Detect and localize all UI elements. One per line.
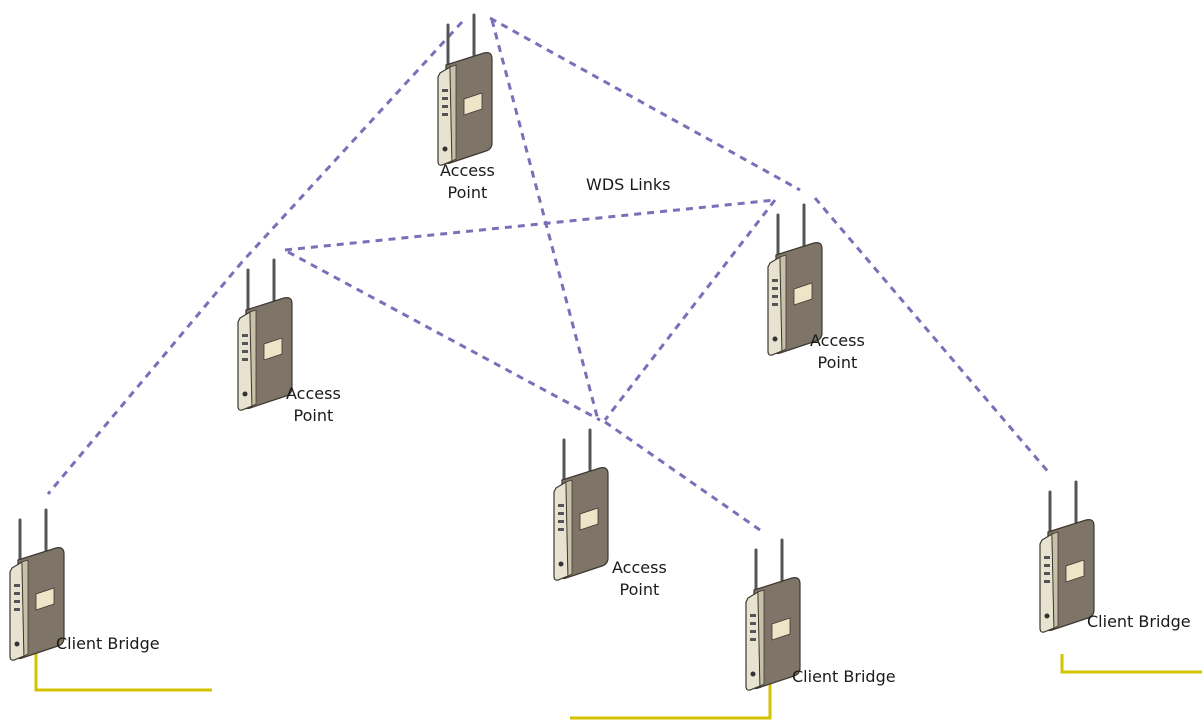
wds-link bbox=[284, 198, 776, 252]
ethernet-cable bbox=[34, 648, 212, 692]
client-bridge-label: Client Bridge bbox=[1087, 612, 1191, 631]
client-bridge-label: Client Bridge bbox=[56, 634, 160, 653]
access-point-label-line2: Point bbox=[817, 353, 858, 372]
access-point-label-line1: Access bbox=[612, 558, 667, 577]
client-bridge-label: Client Bridge bbox=[792, 667, 896, 686]
access-point-label: Access Point bbox=[286, 383, 341, 427]
wds-link bbox=[240, 20, 464, 264]
wds-link bbox=[603, 199, 777, 421]
access-point-label: Access Point bbox=[612, 557, 667, 601]
access-point-label-line2: Point bbox=[447, 183, 488, 202]
client-bridge-device-icon bbox=[1038, 480, 1096, 634]
access-point-label-line1: Access bbox=[810, 331, 865, 350]
wds-link bbox=[46, 261, 244, 495]
access-point-label-line1: Access bbox=[440, 161, 495, 180]
access-point-device-icon bbox=[436, 13, 494, 167]
access-point-label: Access Point bbox=[810, 330, 865, 374]
access-point-label-line1: Access bbox=[286, 384, 341, 403]
access-point-device-icon bbox=[236, 258, 294, 412]
wds-link bbox=[489, 16, 801, 192]
access-point-label: Access Point bbox=[440, 160, 495, 204]
wds-links-label: WDS Links bbox=[586, 175, 671, 194]
access-point-label-line2: Point bbox=[619, 580, 660, 599]
wds-link bbox=[813, 197, 1052, 475]
ethernet-cable bbox=[1060, 654, 1202, 674]
access-point-device-icon bbox=[552, 428, 610, 582]
wds-links bbox=[46, 16, 1052, 532]
wds-link bbox=[604, 420, 761, 532]
ethernet-cables bbox=[34, 648, 1202, 720]
access-point-label-line2: Point bbox=[293, 406, 334, 425]
ethernet-cable bbox=[570, 682, 772, 720]
wds-link bbox=[490, 19, 600, 421]
